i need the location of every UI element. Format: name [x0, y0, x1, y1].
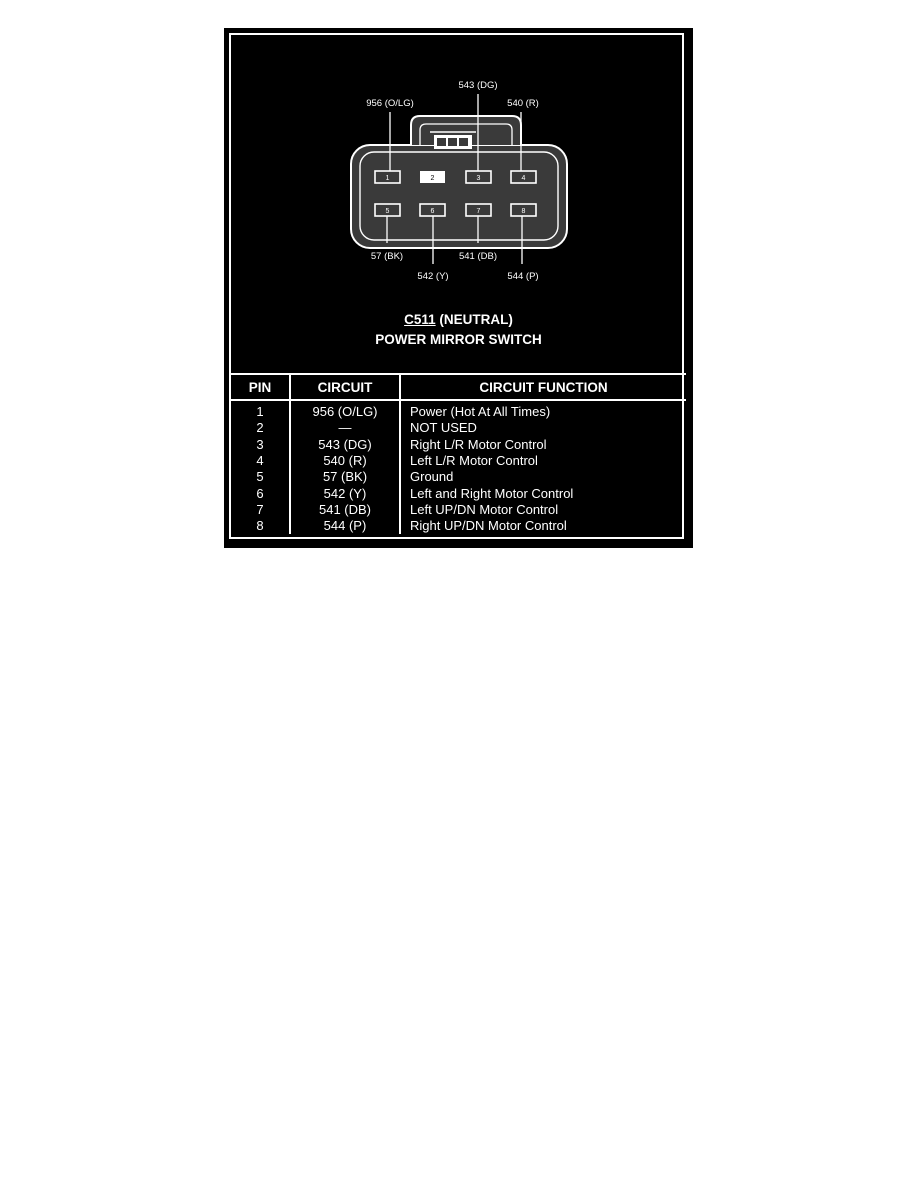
pin-number-2: 2 [431, 175, 435, 182]
pin-cavity-1: 1 [374, 170, 401, 184]
leader-lines [386, 94, 523, 264]
wire-label-pin-4: 540 (R) [507, 98, 539, 109]
connector-state: (NEUTRAL) [439, 312, 513, 327]
pin-cavity-2: 2 [420, 171, 445, 183]
cell-function: Right UP/DN Motor Control [410, 518, 567, 534]
pin-cavity-6: 6 [419, 203, 446, 217]
cell-pin: 5 [231, 469, 291, 486]
pin-number-1: 1 [386, 175, 390, 182]
connector-diagram: 1 2 3 4 5 6 7 8 956 (O/L [350, 80, 568, 282]
cell-function: Left UP/DN Motor Control [410, 501, 559, 517]
table-row: 5 57 (BK) Ground [231, 469, 686, 486]
cell-pin: 3 [231, 436, 291, 453]
table-row: 6 542 (Y) Left and Right Motor Control [231, 485, 686, 502]
panel-frame [229, 33, 684, 539]
wire-label-pin-7: 541 (DB) [459, 251, 497, 262]
cell-function: Left L/R Motor Control [410, 453, 538, 469]
pin-number-7: 7 [477, 208, 481, 215]
cell-function: NOT USED [410, 420, 477, 436]
cell-circuit: — [290, 420, 401, 437]
connector-title-block: C511 (NEUTRAL) POWER MIRROR SWITCH [231, 310, 686, 350]
connector-id: C511 [404, 312, 436, 327]
cell-function: Ground [410, 469, 454, 485]
wire-label-pin-8: 544 (P) [507, 271, 538, 282]
wire-label-pin-1: 956 (O/LG) [366, 98, 414, 109]
wire-label-pin-5: 57 (BK) [371, 251, 403, 262]
cell-circuit: 956 (O/LG) [290, 400, 401, 421]
header-circuit-function: CIRCUIT FUNCTION [400, 373, 686, 401]
cell-pin: 1 [231, 400, 291, 421]
cell-circuit: 544 (P) [290, 518, 401, 535]
cell-pin: 8 [231, 518, 291, 535]
connector-id-line: C511 (NEUTRAL) [231, 310, 686, 330]
pin-number-4: 4 [522, 175, 526, 182]
pin-cavity-5: 5 [374, 203, 401, 217]
pin-number-6: 6 [431, 208, 435, 215]
cell-pin: 2 [231, 420, 291, 437]
pin-circuit-table: PIN CIRCUIT CIRCUIT FUNCTION 1 956 (O/LG… [231, 373, 686, 535]
cell-function: Right L/R Motor Control [410, 436, 547, 452]
table-row: 2 — NOT USED [231, 420, 686, 437]
table-row: 4 540 (R) Left L/R Motor Control [231, 452, 686, 470]
wire-label-pin-6: 542 (Y) [417, 271, 448, 282]
connector-latch-inner [419, 123, 513, 145]
pin-number-8: 8 [522, 208, 526, 215]
table-row: 8 544 (P) Right UP/DN Motor Control [231, 518, 686, 535]
cell-function: Power (Hot At All Times) [410, 404, 551, 420]
cell-pin: 6 [231, 485, 291, 502]
cell-circuit: 543 (DG) [290, 436, 401, 453]
cell-circuit: 57 (BK) [290, 469, 401, 486]
table-row: 1 956 (O/LG) Power (Hot At All Times) [231, 400, 686, 421]
header-circuit: CIRCUIT [290, 373, 401, 401]
pin-cavity-4: 4 [510, 170, 537, 184]
pin-number-5: 5 [386, 208, 390, 215]
table-row: 3 543 (DG) Right L/R Motor Control [231, 436, 686, 453]
connector-inner-shell [359, 151, 559, 241]
connector-info-panel: 1 2 3 4 5 6 7 8 956 (O/L [224, 28, 693, 548]
cell-circuit: 542 (Y) [290, 485, 401, 502]
pin-cavity-7: 7 [465, 203, 492, 217]
cell-function: Left and Right Motor Control [410, 485, 574, 501]
pin-number-3: 3 [477, 175, 481, 182]
table-header-row: PIN CIRCUIT CIRCUIT FUNCTION [231, 373, 686, 401]
wire-label-pin-3: 543 (DG) [458, 80, 497, 91]
table-row: 7 541 (DB) Left UP/DN Motor Control [231, 501, 686, 519]
cell-circuit: 541 (DB) [290, 501, 401, 519]
cell-circuit: 540 (R) [290, 452, 401, 470]
connector-name: POWER MIRROR SWITCH [375, 332, 542, 347]
header-pin: PIN [231, 373, 291, 401]
cell-pin: 7 [231, 501, 291, 519]
cell-pin: 4 [231, 452, 291, 470]
pin-cavity-8: 8 [510, 203, 537, 217]
connector-key-slots [437, 138, 468, 146]
pin-cavity-3: 3 [465, 170, 492, 184]
